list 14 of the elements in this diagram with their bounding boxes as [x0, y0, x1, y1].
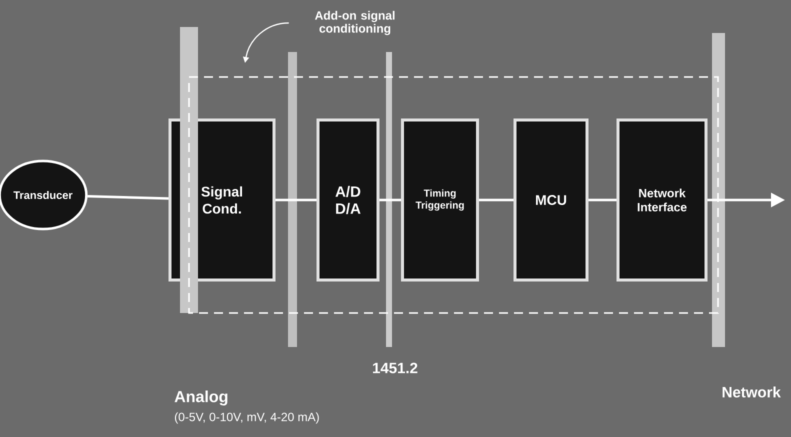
process-box: Network Interface — [616, 118, 708, 282]
process-box: A/D D/A — [316, 118, 380, 282]
process-box: Timing Triggering — [401, 118, 479, 282]
process-box: MCU — [514, 118, 588, 282]
zone-label: Analog — [174, 390, 228, 406]
connector-line — [479, 198, 514, 202]
standard-label: 1451.2 — [373, 362, 418, 374]
connector-line — [88, 195, 169, 200]
zone-label: Network — [722, 386, 781, 398]
connector-line — [588, 198, 616, 202]
range-label: (0-5V, 0-10V, mV, 4-20 mA) — [174, 412, 319, 424]
connector-line — [276, 198, 316, 202]
annotation-text: Add-on signal conditioning — [314, 10, 394, 36]
connector-line — [380, 198, 401, 202]
